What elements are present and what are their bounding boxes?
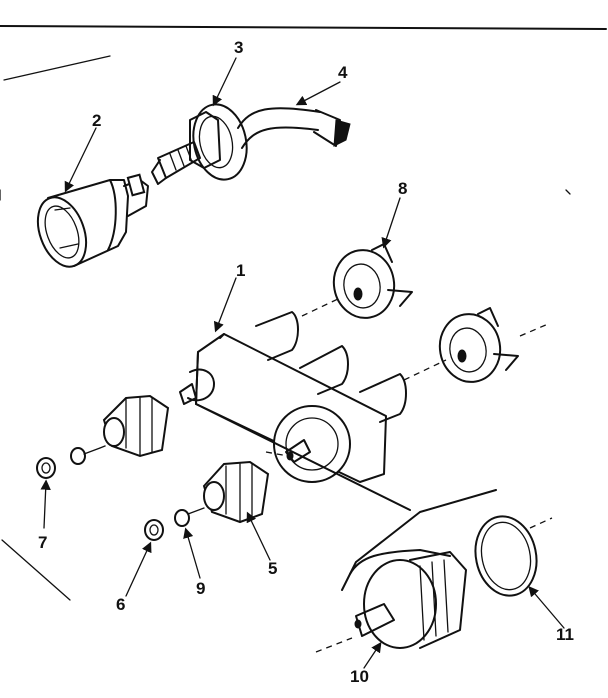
handle-left bbox=[102, 394, 170, 458]
escutcheon-lower bbox=[438, 307, 519, 383]
callout-11: 11 bbox=[556, 625, 574, 644]
shower-arm-flange bbox=[151, 103, 248, 185]
callout-labels: 1 2 3 4 5 6 7 8 9 10 11 bbox=[38, 38, 574, 686]
valve-cartridge bbox=[349, 549, 467, 649]
index-cap-left bbox=[36, 457, 56, 479]
callout-9: 9 bbox=[196, 579, 205, 598]
callout-10: 10 bbox=[350, 667, 369, 686]
elbow-pipe bbox=[237, 107, 351, 149]
handle-screw-left bbox=[70, 443, 111, 465]
callout-5: 5 bbox=[268, 559, 277, 578]
valve-body bbox=[179, 311, 407, 483]
handle-right bbox=[202, 460, 270, 524]
callout-1: 1 bbox=[236, 261, 245, 280]
callout-3: 3 bbox=[234, 38, 243, 57]
shower-head bbox=[36, 173, 149, 268]
leader-lines bbox=[40, 57, 565, 669]
o-ring bbox=[474, 515, 538, 597]
callout-7: 7 bbox=[38, 533, 47, 552]
callout-6: 6 bbox=[116, 595, 125, 614]
callout-8: 8 bbox=[398, 179, 407, 198]
frame-lines bbox=[0, 25, 607, 601]
index-cap-right bbox=[144, 519, 164, 541]
callout-4: 4 bbox=[338, 63, 348, 82]
assembly-lines bbox=[195, 189, 571, 653]
callout-2: 2 bbox=[92, 111, 101, 130]
handle-screw-right bbox=[174, 507, 205, 527]
escutcheon-upper bbox=[332, 243, 413, 319]
